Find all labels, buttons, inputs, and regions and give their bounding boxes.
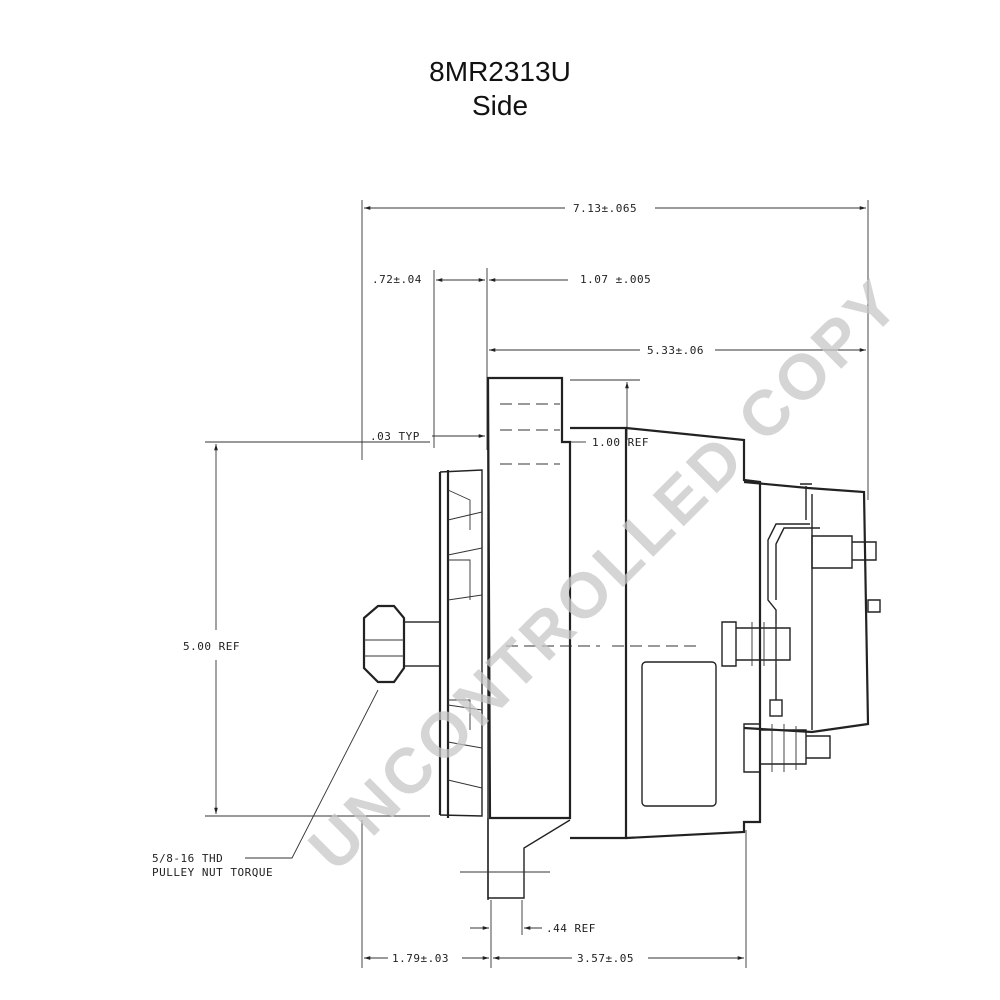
dim-overall-length: 7.13±.065 [573,202,637,215]
dim-fan-offset: 1.07 ±.005 [580,273,651,286]
part-number: 8MR2313U [429,56,571,87]
alternator-outline [362,376,881,900]
dim-mount-height: 1.00 REF [592,436,649,449]
dim-ear-width: .44 REF [546,922,596,935]
view-label: Side [471,90,529,121]
dim-pulley-diameter: 5.00 REF [183,640,240,653]
dim-pulley-width: .72±.04 [372,273,422,286]
dimension-lines [205,200,869,968]
dim-gap-typ: .03 TYP [370,430,420,443]
callout-thread: 5/8-16 THD [152,852,223,865]
callout-torque: PULLEY NUT TORQUE [152,866,273,879]
dim-front-to-ear: 1.79±.03 [392,952,449,965]
dimension-labels: 7.13±.065 .72±.04 1.07 ±.005 5.33±.06 .0… [152,202,704,965]
uncontrolled-copy-watermark: UNCONTROLLED COPY [295,265,914,884]
title-block: 8MR2313U Side [0,55,1000,123]
dim-body-length: 5.33±.06 [647,344,704,357]
dim-ear-to-rear: 3.57±.05 [577,952,634,965]
